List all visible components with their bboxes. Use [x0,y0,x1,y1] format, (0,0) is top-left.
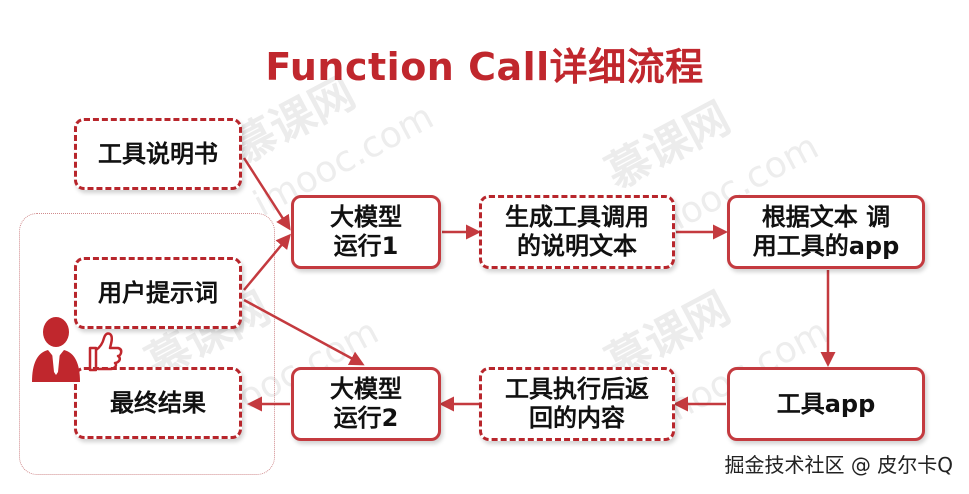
node-label: 用户提示词 [98,278,218,307]
arrow-prompt-to-run1 [243,233,291,291]
node-tool-manual: 工具说明书 [74,118,242,190]
user-group-box [19,213,275,475]
node-label: 工具app [776,389,876,418]
node-label: 最终结果 [110,388,206,417]
node-label: 生成工具调用 的说明文本 [505,203,649,260]
diagram-title: Function Call详细流程 [265,45,704,89]
footer-credit: 掘金技术社区 @ 皮尔卡Q [724,453,953,477]
node-user-prompt: 用户提示词 [74,257,242,329]
user-thumbs-up-icon [32,317,123,382]
node-label: 工具执行后返 回的内容 [505,375,649,432]
node-label: 根据文本 调 用工具的app [752,203,900,260]
arrow-prompt-to-run2 [243,298,365,366]
node-call-app: 根据文本 调 用工具的app [727,195,925,269]
node-label: 工具说明书 [98,139,218,168]
arrow-manual-to-run1 [242,157,291,231]
node-tool-app: 工具app [727,367,925,441]
node-label: 大模型 运行2 [330,375,402,432]
node-llm-run1: 大模型 运行1 [291,195,441,269]
node-tool-result: 工具执行后返 回的内容 [479,367,675,441]
node-final-result: 最终结果 [74,367,242,439]
node-llm-run2: 大模型 运行2 [291,367,441,441]
node-label: 大模型 运行1 [330,203,402,260]
node-gen-tool-text: 生成工具调用 的说明文本 [479,195,675,269]
